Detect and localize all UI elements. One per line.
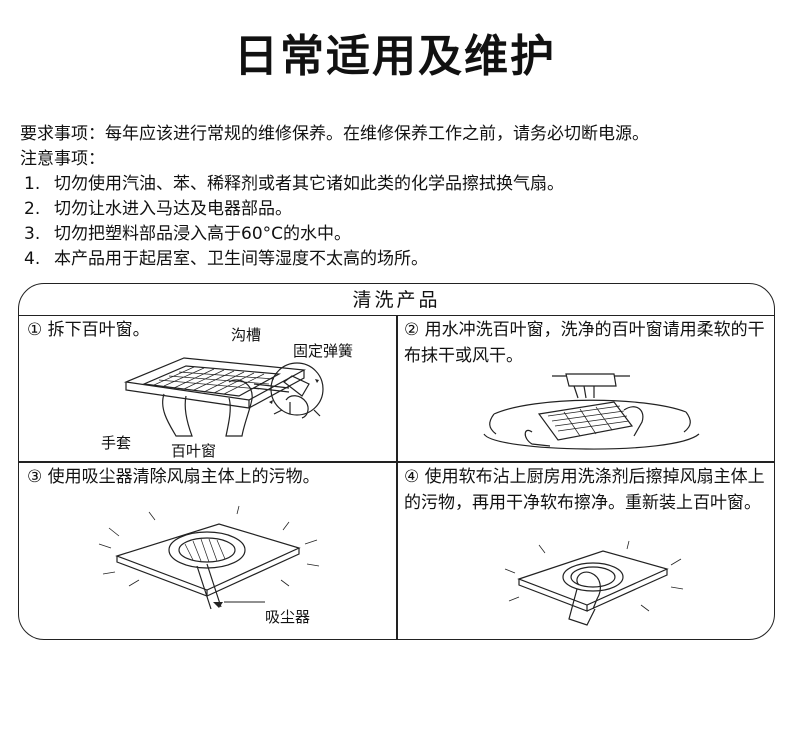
requirements-text: 要求事项：每年应该进行常规的维修保养。在维修保养工作之前，请务必切断电源。: [20, 124, 649, 144]
note-item: 3. 切勿把塑料部品浸入高于60°C的水中。: [20, 222, 649, 247]
step-1-text: ① 拆下百叶窗。: [27, 320, 150, 340]
note-text: 切勿让水进入马达及电器部品。: [54, 199, 292, 219]
note-number: 2.: [24, 199, 41, 219]
note-number: 1.: [24, 174, 41, 194]
panel-divider-vertical: [396, 315, 398, 639]
note-text: 切勿把塑料部品浸入高于60°C的水中。: [54, 224, 352, 244]
remove-louver-illustration: [123, 357, 324, 437]
notes-heading: 注意事项：: [20, 149, 105, 169]
note-text: 切勿使用汽油、苯、稀释剂或者其它诸如此类的化学品擦拭换气扇。: [54, 174, 564, 194]
step-3-text: ③ 使用吸尘器清除风扇主体上的污物。: [27, 467, 320, 487]
label-glove: 手套: [101, 434, 132, 452]
note-text: 本产品用于起居室、卫生间等湿度不太高的场所。: [54, 249, 428, 269]
note-number: 4.: [24, 249, 41, 269]
label-louver: 百叶窗: [171, 442, 217, 460]
note-number: 3.: [24, 224, 41, 244]
vacuum-fan-illustration: [98, 505, 320, 610]
wipe-fan-illustration: [504, 540, 684, 626]
note-item: 2. 切勿让水进入马达及电器部品。: [20, 197, 649, 222]
label-groove: 沟槽: [231, 326, 262, 344]
notes-section: 要求事项：每年应该进行常规的维修保养。在维修保养工作之前，请务必切断电源。 注意…: [20, 122, 649, 272]
panel-divider-horizontal: [19, 461, 774, 463]
note-item: 1. 切勿使用汽油、苯、稀释剂或者其它诸如此类的化学品擦拭换气扇。: [20, 172, 649, 197]
label-vacuum-cleaner: 吸尘器: [265, 608, 311, 626]
step-2-text: ② 用水冲洗百叶窗，洗净的百叶窗请用柔软的干布抹干或风干。: [404, 320, 765, 366]
cleaning-panel: 清洗产品 ① 拆下百叶窗。 沟槽 固定弹簧 手套 百叶窗: [18, 283, 775, 640]
page-title: 日常适用及维护: [234, 31, 556, 82]
note-item: 4. 本产品用于起居室、卫生间等湿度不太高的场所。: [20, 247, 649, 272]
step-4-text: ④ 使用软布沾上厨房用洗涤剂后擦掉风扇主体上的污物，再用干净软布擦净。重新装上百…: [404, 467, 765, 513]
panel-title: 清洗产品: [19, 284, 774, 316]
label-fixing-spring: 固定弹簧: [293, 342, 354, 360]
rinse-louver-illustration: [483, 373, 700, 450]
